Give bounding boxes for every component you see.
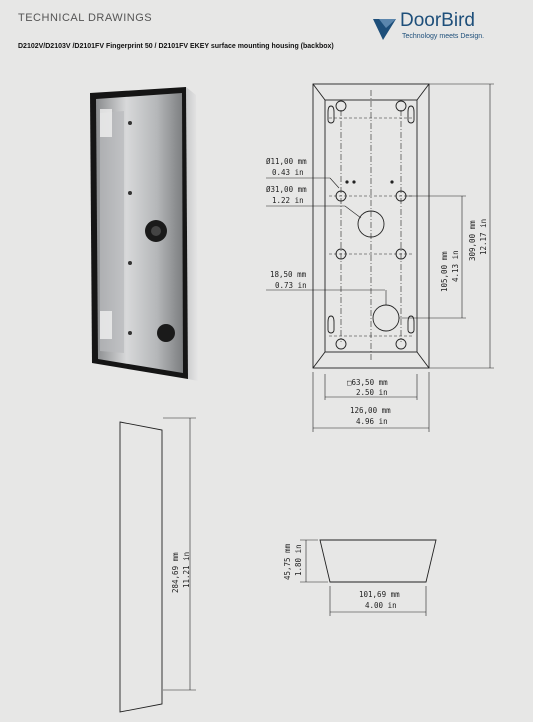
dim-width-mm: 126,00 mm (350, 406, 391, 415)
logo-name: DoorBird (400, 10, 475, 31)
page-subtitle: D2102V/D2103V /D2101FV Fingerprint 50 / … (18, 43, 334, 50)
dim-depth-in: 1.80 in (294, 544, 303, 576)
dim-side-mm: 284,69 mm (171, 552, 180, 593)
page-title: TECHNICAL DRAWINGS (18, 12, 153, 24)
dim-side-in: 11.21 in (182, 552, 191, 588)
dim-hole-large-mm: Ø31,00 mm (266, 185, 307, 194)
dim-bottom-mm: 101,69 mm (359, 590, 400, 599)
doorbird-bird-icon (373, 19, 396, 40)
dim-depth-mm: 45,75 mm (283, 543, 292, 580)
dim-bottom-in: 4.00 in (365, 601, 397, 610)
backbox-photo (90, 87, 198, 381)
dim-hole-large-in: 1.22 in (272, 196, 304, 205)
dim-square-in: 2.50 in (356, 388, 388, 397)
dim-width-in: 4.96 in (356, 417, 388, 426)
dim-spacing-mm: 105,00 mm (440, 251, 449, 292)
dim-spacing-in: 4.13 in (451, 250, 460, 282)
dim-square-mm: □63,50 mm (347, 378, 388, 387)
dim-height-mm: 309,00 mm (468, 220, 477, 261)
brand-logo: DoorBird Technology meets Design. (372, 10, 522, 46)
dim-hole-small-in: 0.43 in (272, 168, 304, 177)
logo-tagline: Technology meets Design. (402, 33, 485, 40)
dim-hole-small-mm: Ø11,00 mm (266, 157, 307, 166)
dim-height-in: 12.17 in (479, 219, 488, 255)
dim-offset-in: 0.73 in (275, 281, 307, 290)
dim-offset-mm: 18,50 mm (270, 270, 307, 279)
